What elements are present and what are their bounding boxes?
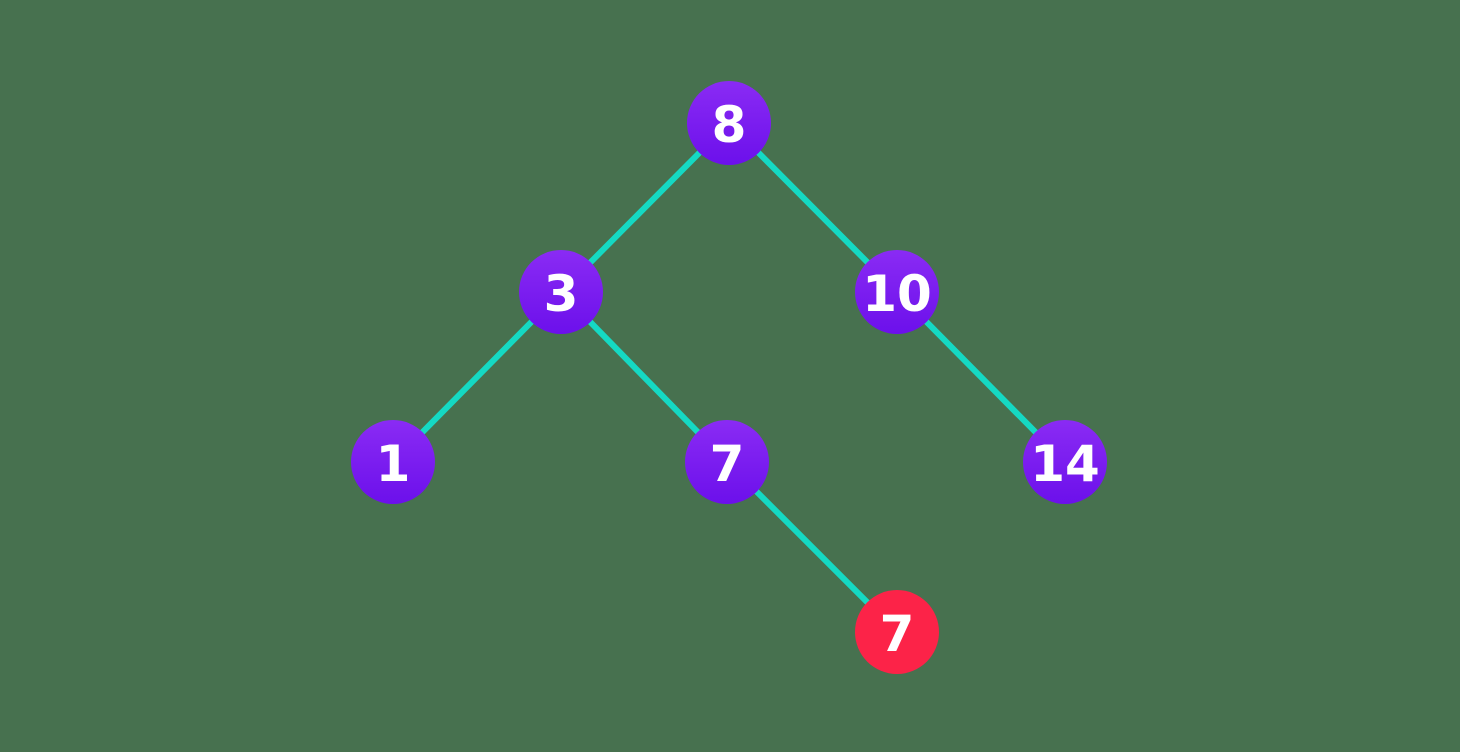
tree-edges-layer (390, 120, 1068, 635)
tree-node-8: 8 (687, 81, 771, 165)
tree-node-3: 3 (519, 250, 603, 334)
node-circle (1023, 420, 1107, 504)
node-circle (519, 250, 603, 334)
tree-node-10: 10 (855, 250, 939, 334)
tree-node-1: 1 (351, 420, 435, 504)
node-circle (685, 420, 769, 504)
node-circle (351, 420, 435, 504)
tree-node-7: 7 (685, 420, 769, 504)
tree-node-highlighted-node-7-duplicate: 7 (855, 590, 939, 674)
tree-node-14: 14 (1023, 420, 1107, 504)
node-circle (855, 590, 939, 674)
node-circle (855, 250, 939, 334)
node-circle (687, 81, 771, 165)
